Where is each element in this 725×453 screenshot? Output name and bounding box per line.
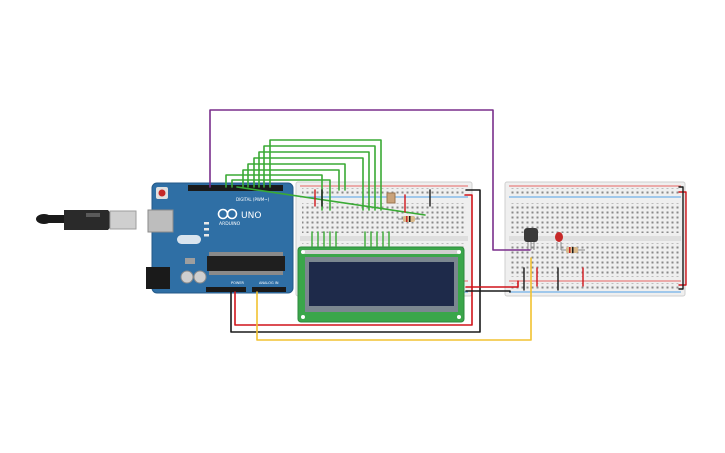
arduino-uno[interactable]: DIGITAL (PWM~) UNO ARDUINO POWER ANALOG … <box>146 182 294 294</box>
reset-button[interactable] <box>158 189 166 197</box>
status-led <box>204 234 209 237</box>
usb-cable[interactable] <box>36 210 137 230</box>
wire-green[interactable] <box>258 151 370 211</box>
digital-header-label: DIGITAL (PWM~) <box>236 197 270 202</box>
wire-green[interactable] <box>263 145 376 211</box>
wire-red[interactable] <box>465 280 519 288</box>
wire-green[interactable] <box>242 169 340 191</box>
arduino-logo <box>217 208 238 220</box>
board-marking <box>177 235 201 244</box>
dc-jack <box>146 267 170 289</box>
wire-green[interactable] <box>231 179 331 211</box>
power-header-label: POWER <box>231 281 245 285</box>
lcd-screen <box>309 262 454 306</box>
crystal <box>185 258 195 264</box>
potentiometer[interactable] <box>386 192 396 204</box>
wire-purple[interactable] <box>209 109 531 251</box>
lcd-16x2[interactable] <box>297 246 465 323</box>
uno-logo-text: UNO <box>241 211 261 221</box>
lcd-jumpers <box>311 231 390 247</box>
status-led <box>204 222 209 225</box>
breadboard-right[interactable] <box>504 181 686 297</box>
microcontroller-chip <box>207 256 285 271</box>
wire-red[interactable] <box>234 194 473 326</box>
wire-green[interactable] <box>236 186 426 216</box>
wire-black[interactable] <box>230 189 481 333</box>
status-led <box>204 228 209 231</box>
wire-black[interactable] <box>678 186 684 290</box>
capacitor <box>193 270 207 284</box>
capacitor <box>180 270 194 284</box>
wire-green[interactable] <box>269 139 382 211</box>
temperature-sensor[interactable] <box>524 228 538 250</box>
arduino-brand-text: ARDUINO <box>219 221 241 227</box>
digital-header <box>188 185 283 191</box>
wire-green[interactable] <box>253 157 364 211</box>
power-header <box>206 287 246 292</box>
lcd-pin-header <box>304 250 458 254</box>
usb-port <box>147 209 174 233</box>
red-led[interactable] <box>555 232 563 250</box>
analog-header-label: ANALOG IN <box>259 281 279 285</box>
resistor-left[interactable] <box>398 216 420 222</box>
wire-black[interactable] <box>465 290 511 293</box>
wire-yellow[interactable] <box>256 257 532 341</box>
analog-header <box>252 287 286 292</box>
resistor-right[interactable] <box>561 247 585 253</box>
